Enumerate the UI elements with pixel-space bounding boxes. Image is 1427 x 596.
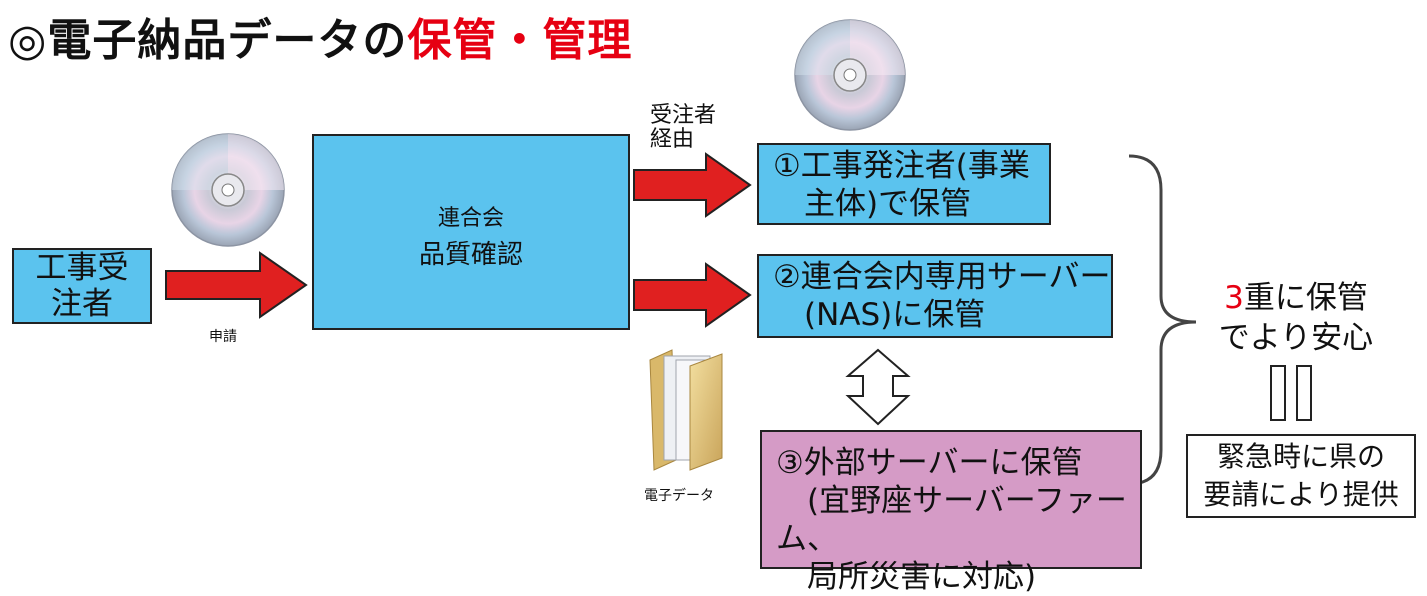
- storage-box-1: ①工事発注者(事業 主体)で保管: [757, 143, 1051, 225]
- contractor-box: 工事受 注者: [12, 248, 152, 324]
- summary-line-1: 3重に保管: [1206, 278, 1386, 318]
- cd-disc-icon: [171, 133, 285, 247]
- storage-box-2: ②連合会内専用サーバー (NAS)に保管: [757, 254, 1113, 338]
- folder-icon: [649, 349, 723, 471]
- diagram-graphics: [165, 19, 1312, 486]
- equals-icon: [1270, 365, 1312, 421]
- storage-3-label: ③外部サーバーに保管 (宜野座サーバーファーム、 局所災害に対応): [776, 445, 1127, 595]
- storage-1-label: ①工事発注者(事業 主体)で保管: [773, 148, 1030, 222]
- title-highlight: 保管・管理: [407, 15, 633, 66]
- federation-line-2: 品質確認: [418, 240, 523, 270]
- storage-2-label: ②連合会内専用サーバー (NAS)に保管: [773, 259, 1111, 333]
- summary-line-2: でより安心: [1218, 320, 1374, 356]
- federation-line-1: 連合会: [437, 206, 504, 231]
- storage-box-3: ③外部サーバーに保管 (宜野座サーバーファーム、 局所災害に対応): [760, 430, 1142, 595]
- summary-line-1-rest: 重に保管: [1243, 280, 1368, 316]
- red-arrow-application: [165, 251, 308, 319]
- electronic-data-label: 電子データ: [644, 488, 714, 504]
- summary-text: 3重に保管 でより安心: [1206, 278, 1386, 358]
- page-title: ◎電子納品データの保管・管理: [8, 4, 632, 68]
- double-arrow-icon: [845, 348, 911, 426]
- contractor-label: 工事受 注者: [35, 250, 129, 322]
- via-client-label: 受注者 経由: [650, 103, 717, 152]
- brace-icon: [1128, 154, 1197, 486]
- emergency-label: 緊急時に県の 要請により提供: [1203, 440, 1399, 511]
- red-arrow-storage-1: [633, 152, 752, 218]
- summary-number: 3: [1224, 280, 1244, 316]
- application-label: 申請: [209, 329, 237, 345]
- emergency-box: 緊急時に県の 要請により提供: [1186, 434, 1416, 518]
- title-main: ◎電子納品データの: [8, 15, 408, 66]
- red-arrow-storage-2: [633, 262, 752, 328]
- federation-box: 連合会 品質確認: [312, 134, 630, 330]
- cd-disc-icon: [794, 19, 906, 131]
